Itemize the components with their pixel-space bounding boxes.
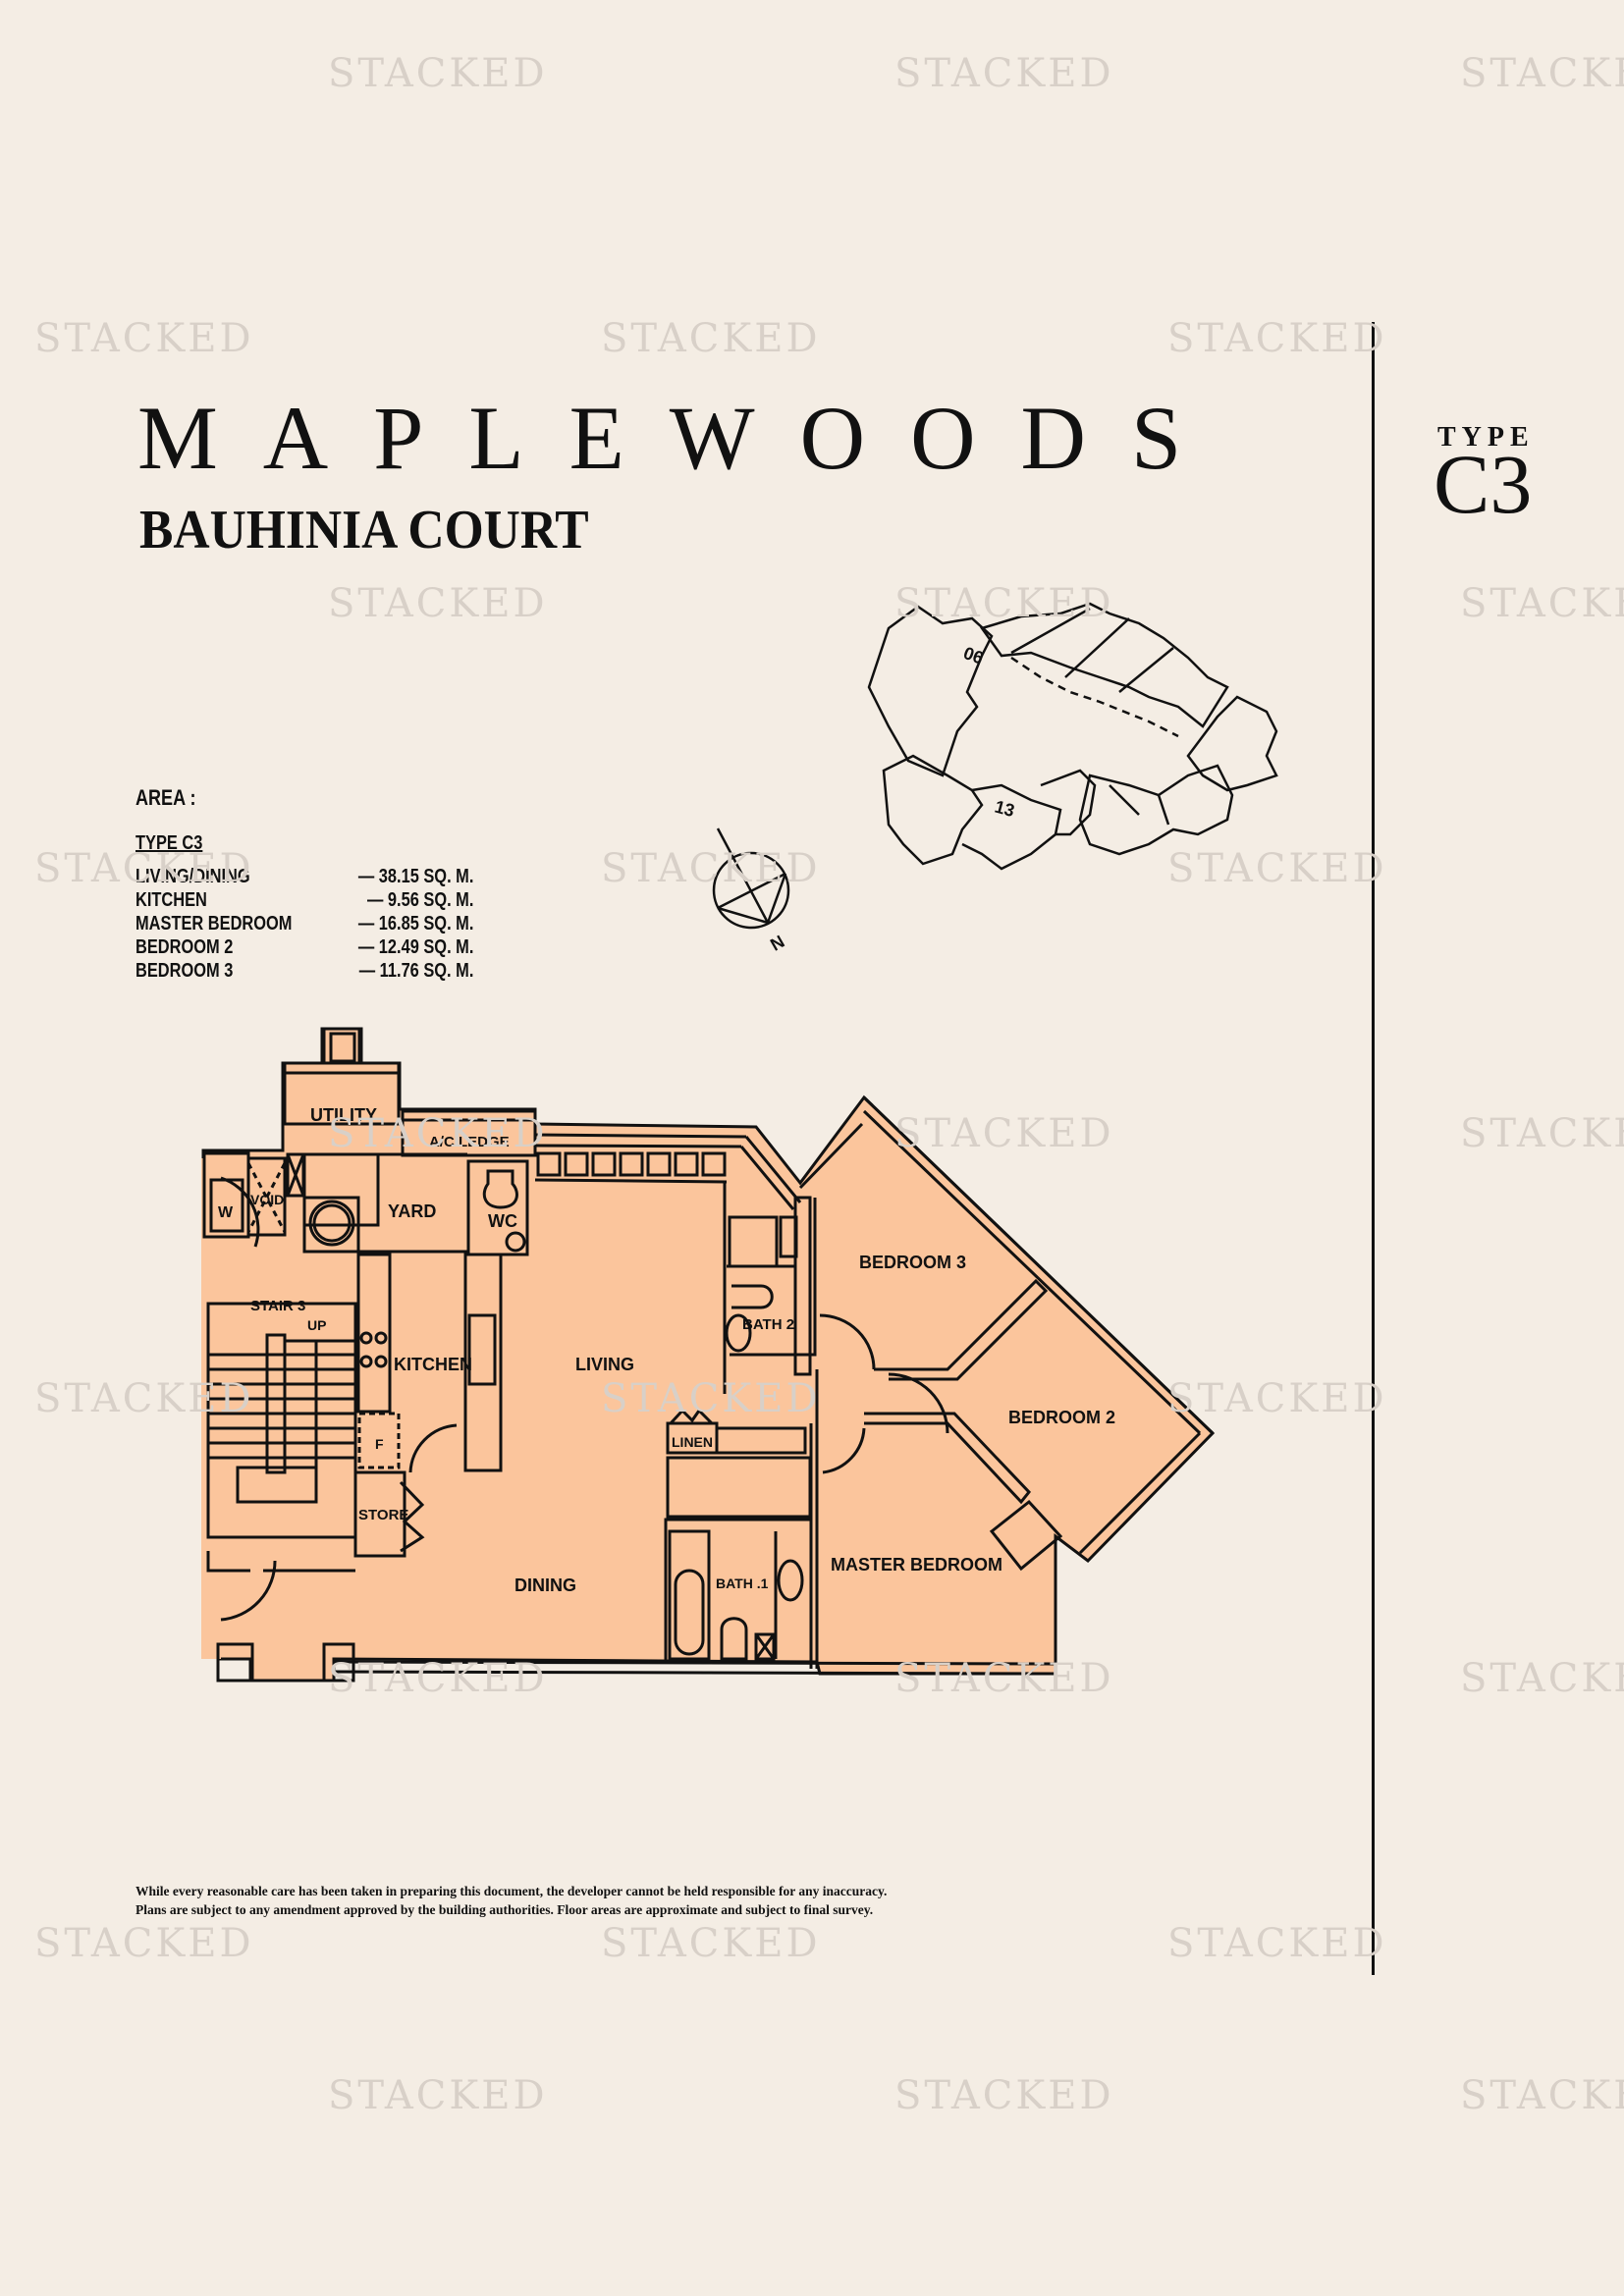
room-label-store: STORE bbox=[358, 1507, 408, 1523]
area-row: LIVING/DINING— 38.15 SQ. M. bbox=[135, 866, 474, 887]
area-type-heading: TYPE C3 bbox=[135, 832, 203, 854]
room-label-dining: DINING bbox=[514, 1575, 576, 1595]
room-label-wc: WC bbox=[488, 1211, 517, 1231]
site-block-label: 13 bbox=[993, 797, 1017, 822]
room-label-yard: YARD bbox=[388, 1201, 436, 1221]
type-code: C3 bbox=[1434, 437, 1533, 531]
area-schedule: AREA : TYPE C3 LIVING/DINING— 38.15 SQ. … bbox=[135, 785, 473, 983]
north-label: N bbox=[767, 932, 787, 955]
block-name: BAUHINIA COURT bbox=[139, 500, 589, 561]
north-arrow-icon bbox=[712, 828, 790, 930]
room-label-fridge: F bbox=[375, 1436, 384, 1452]
room-label-master-bedroom: MASTER BEDROOM bbox=[831, 1555, 1002, 1575]
room-label-utility: UTILITY bbox=[310, 1105, 377, 1125]
area-row: KITCHEN— 9.56 SQ. M. bbox=[135, 889, 474, 911]
room-label-void: VOID bbox=[250, 1192, 284, 1207]
room-label-living: LIVING bbox=[575, 1355, 634, 1374]
disclaimer: While every reasonable care has been tak… bbox=[135, 1882, 887, 1919]
room-label-bath-2: BATH 2 bbox=[742, 1316, 794, 1333]
room-label-w: W bbox=[218, 1204, 234, 1221]
room-label-linen: LINEN bbox=[672, 1434, 713, 1450]
site-block-label: 06 bbox=[961, 643, 987, 668]
room-label-bedroom-2: BEDROOM 2 bbox=[1008, 1408, 1115, 1427]
room-label-kitchen: KITCHEN bbox=[394, 1355, 472, 1374]
type-label: TYPE bbox=[1437, 422, 1535, 453]
room-label-stair: STAIR 3 bbox=[250, 1298, 305, 1314]
divider-line bbox=[1372, 322, 1375, 1975]
disclaimer-line: Plans are subject to any amendment appro… bbox=[135, 1902, 874, 1917]
site-key-plan bbox=[867, 602, 1278, 871]
area-row: BEDROOM 3— 11.76 SQ. M. bbox=[135, 960, 474, 982]
room-label-bedroom-3: BEDROOM 3 bbox=[859, 1253, 966, 1272]
room-label-bath-1: BATH .1 bbox=[716, 1575, 769, 1591]
room-label-up: UP bbox=[307, 1317, 326, 1333]
floor-plan: UTILITY A/C LEDGE W VOID YARD WC STAIR 3… bbox=[201, 1027, 1216, 1682]
room-label-ac-ledge: A/C LEDGE bbox=[429, 1134, 510, 1150]
project-title: MAPLEWOODS bbox=[137, 388, 1227, 488]
area-row: BEDROOM 2— 12.49 SQ. M. bbox=[135, 936, 474, 958]
disclaimer-line: While every reasonable care has been tak… bbox=[135, 1884, 888, 1898]
area-row: MASTER BEDROOM— 16.85 SQ. M. bbox=[135, 913, 474, 934]
area-heading: AREA : bbox=[135, 785, 196, 810]
